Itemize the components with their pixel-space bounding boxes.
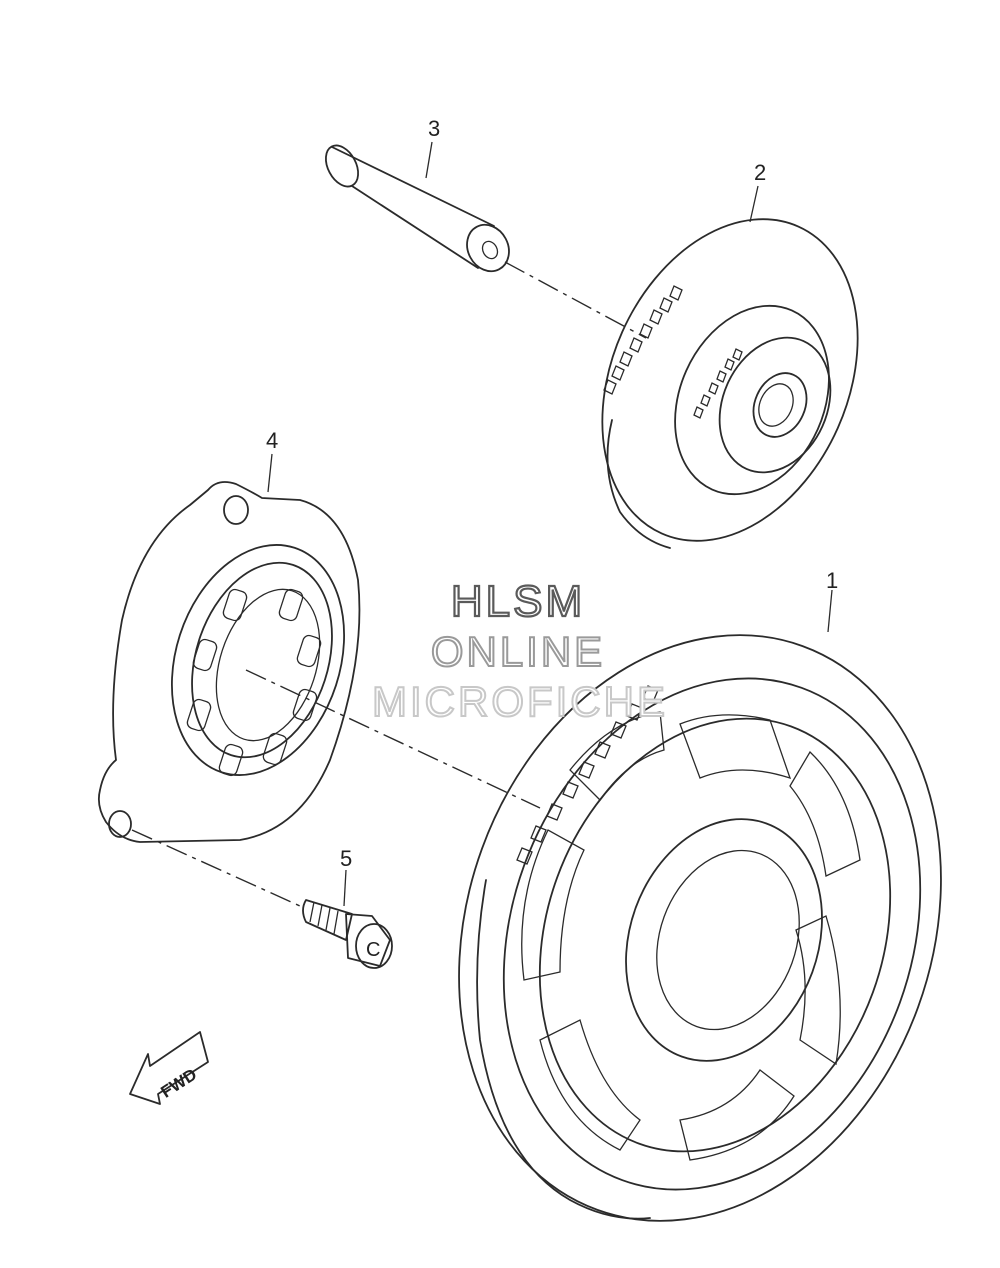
callout-2: 2 <box>754 160 766 185</box>
part-2-inner-teeth <box>693 348 743 419</box>
part-1-large-gear <box>458 634 942 1222</box>
callout-3: 3 <box>428 116 440 141</box>
callout-5: 5 <box>340 846 352 871</box>
part-2-teeth <box>603 285 683 395</box>
watermark-line-3: MICROFICHE <box>372 678 668 725</box>
watermark-line-2: ONLINE <box>431 628 605 675</box>
part-3-shaft <box>324 144 510 273</box>
part-1-teeth <box>516 685 659 865</box>
fwd-arrow-icon: FWD <box>129 1031 209 1105</box>
part-5-bolt <box>302 899 393 969</box>
watermark: HLSM ONLINE MICROFICHE <box>371 576 668 726</box>
assembly-lines <box>131 261 647 907</box>
watermark-line-1: HLSM <box>451 577 585 626</box>
part-4-housing <box>97 481 361 843</box>
part-4-rollers <box>186 588 322 777</box>
part-2-gear <box>601 218 859 549</box>
callout-1: 1 <box>826 568 838 593</box>
part-1-windows <box>521 711 861 1161</box>
callout-4: 4 <box>266 428 278 453</box>
bolt-mark: C <box>366 939 380 961</box>
leader-lines <box>267 141 833 907</box>
